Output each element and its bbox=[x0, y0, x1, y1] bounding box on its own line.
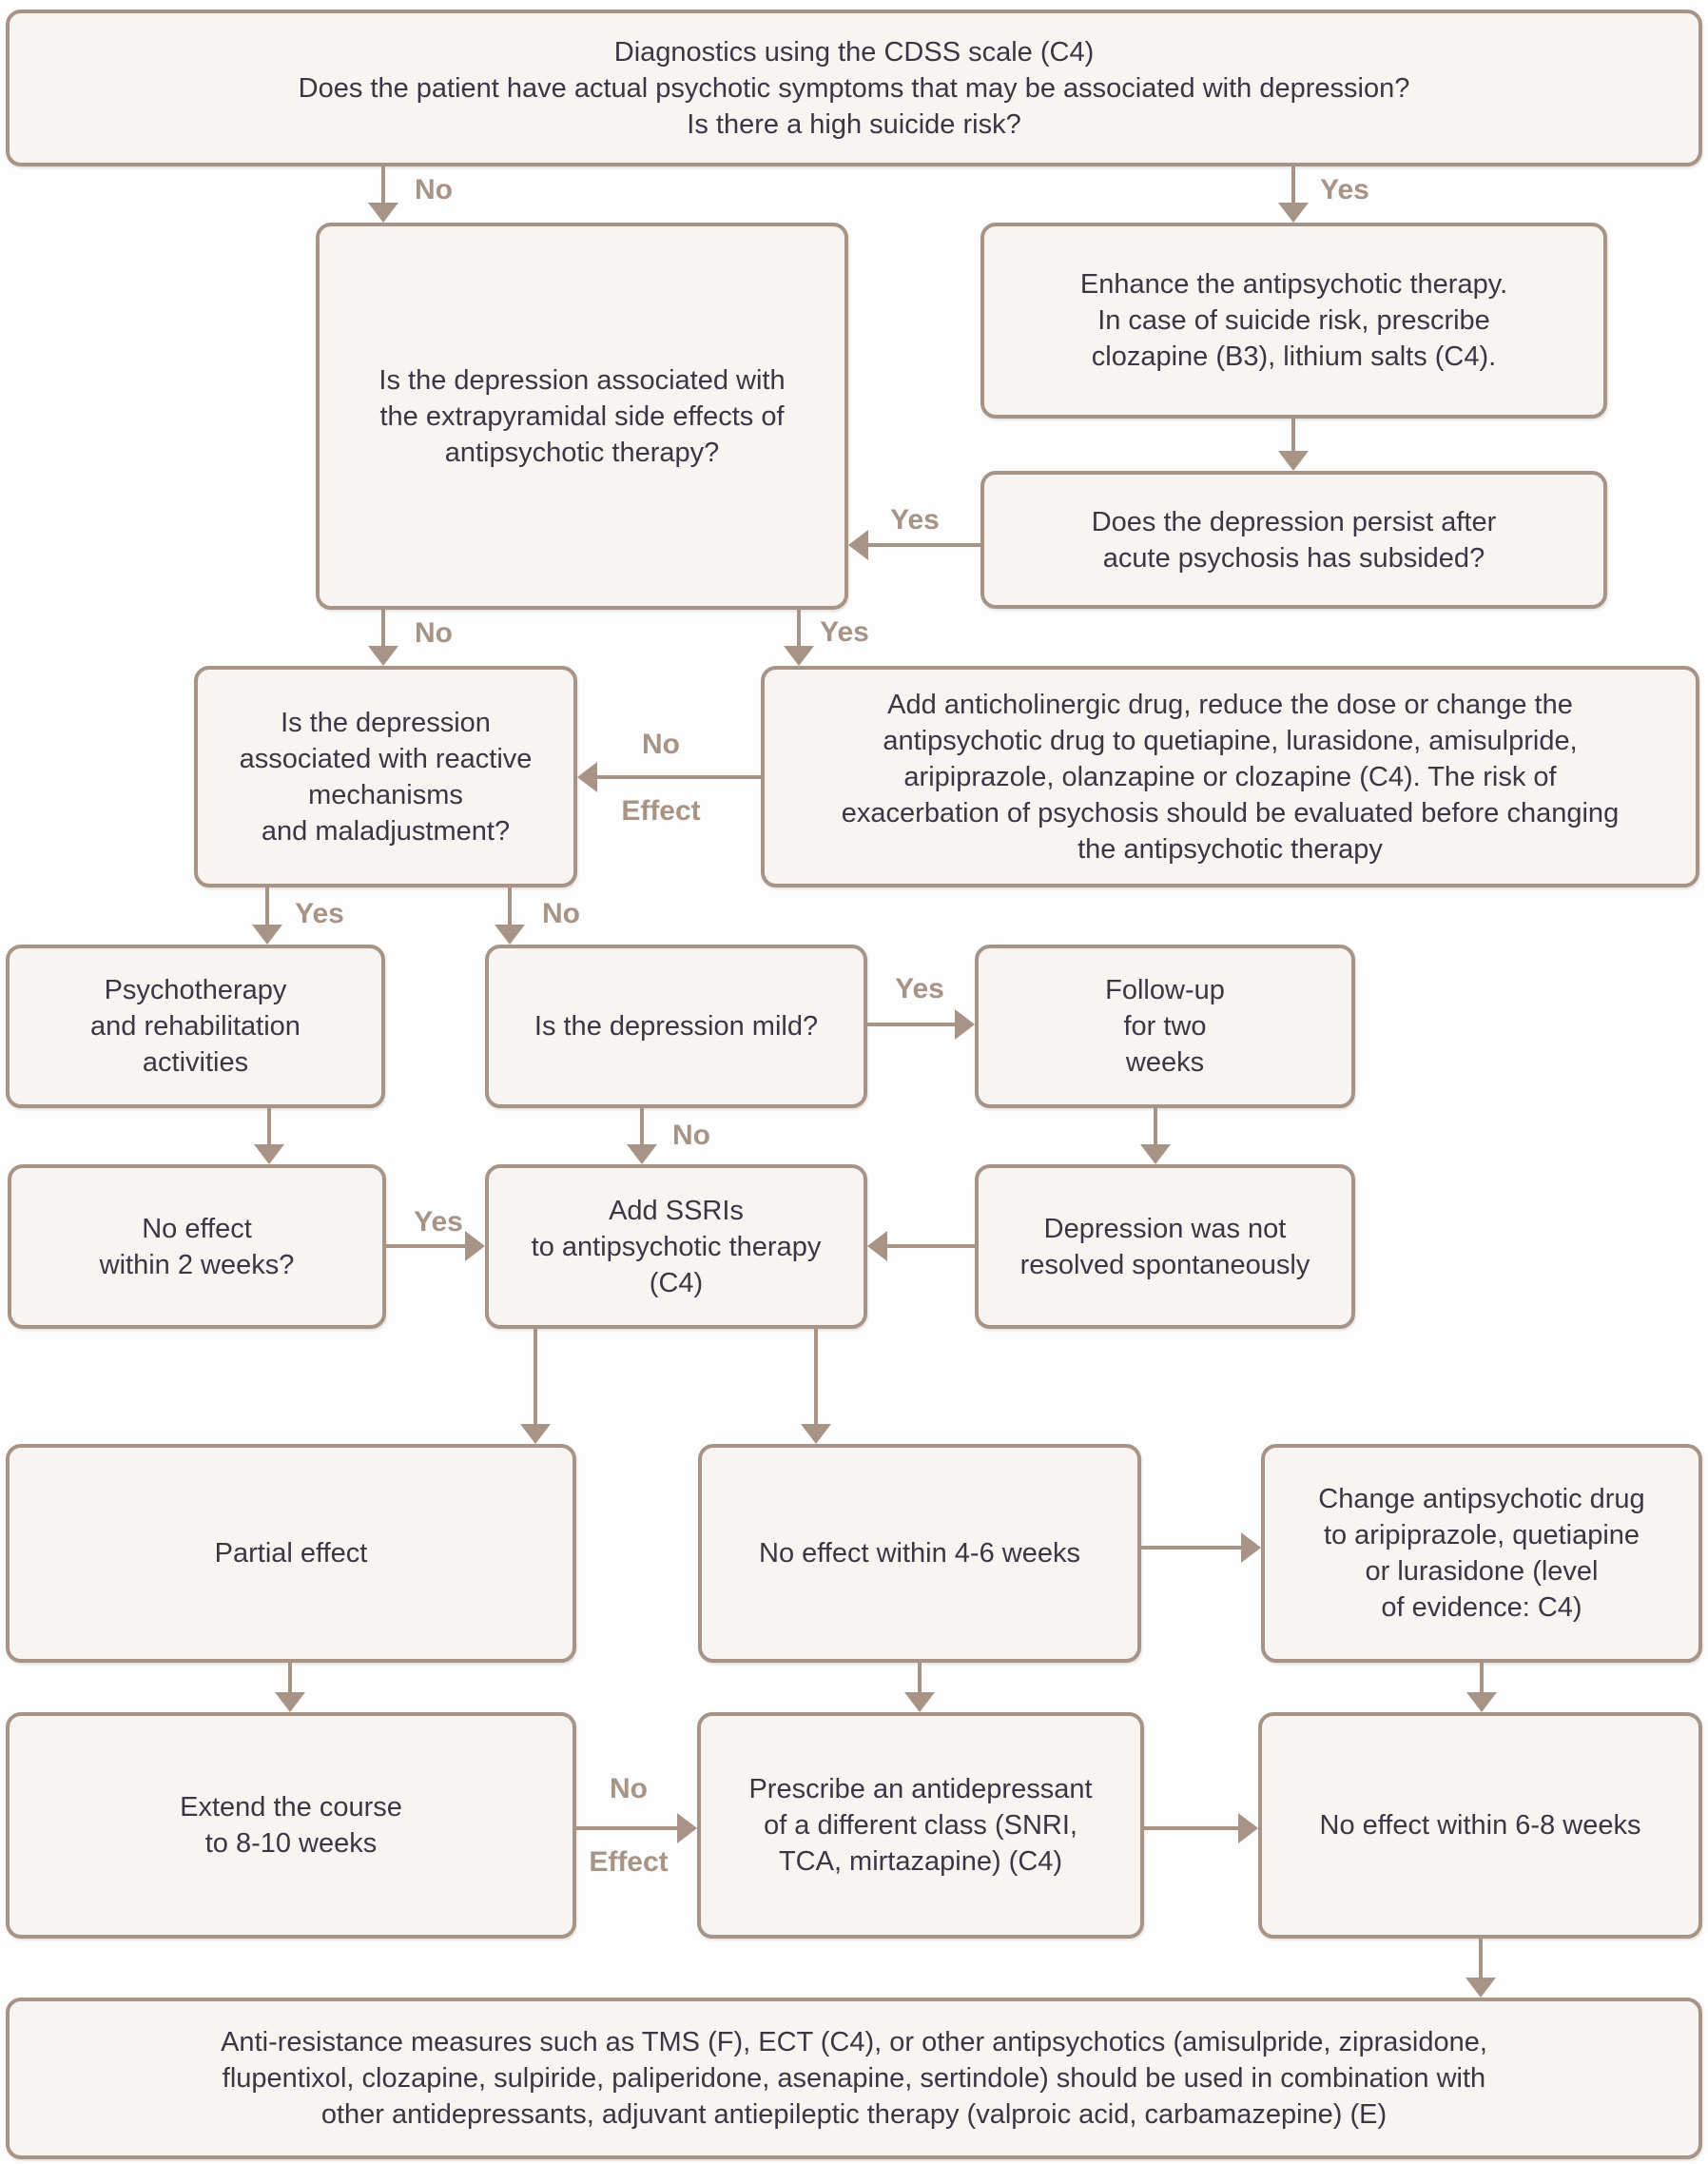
arrow-partial-to-extend bbox=[288, 1663, 292, 1693]
arrow-diagnostics-to-enhance bbox=[1291, 166, 1295, 204]
node-reactive-question: Is the depression associated with reacti… bbox=[194, 666, 577, 887]
arrow-diagnostics-to-epse bbox=[381, 166, 385, 204]
node-followup: Follow-up for two weeks bbox=[975, 945, 1355, 1108]
node-anti-resistance-text: Anti-resistance measures such as TMS (F)… bbox=[221, 2027, 1487, 2130]
node-reactive-question-text: Is the depression associated with reacti… bbox=[239, 707, 533, 847]
node-epse-question: Is the depression associated with the ex… bbox=[316, 223, 848, 610]
arrow-psychotherapy-to-no-effect-2w bbox=[267, 1108, 271, 1145]
label-yes-epse-anticholinergic: Yes bbox=[820, 616, 869, 648]
label-effect-anticholinergic-reactive: Effect bbox=[621, 795, 701, 827]
node-not-resolved-text: Depression was not resolved spontaneousl… bbox=[1019, 1213, 1310, 1280]
arrow-persist-to-epse bbox=[867, 543, 980, 547]
label-no-extend-prescribe: No bbox=[610, 1773, 648, 1804]
node-partial-effect: Partial effect bbox=[6, 1444, 576, 1663]
arrow-reactive-to-psychotherapy bbox=[265, 887, 269, 926]
label-no-diagnostics-epse: No bbox=[415, 174, 453, 205]
arrow-no-effect-68w-to-anti-resistance bbox=[1479, 1939, 1483, 1979]
node-diagnostics-text: Diagnostics using the CDSS scale (C4) Do… bbox=[298, 36, 1410, 140]
label-yes-diagnostics-enhance: Yes bbox=[1320, 174, 1369, 205]
node-diagnostics: Diagnostics using the CDSS scale (C4) Do… bbox=[6, 10, 1702, 166]
node-extend-course-text: Extend the course to 8-10 weeks bbox=[180, 1792, 402, 1859]
label-yes-mild-followup: Yes bbox=[895, 973, 944, 1004]
node-depression-mild-text: Is the depression mild? bbox=[534, 1011, 819, 1042]
node-prescribe-antidepressant-text: Prescribe an antidepressant of a differe… bbox=[748, 1774, 1093, 1877]
arrow-not-resolved-to-ssri bbox=[886, 1244, 975, 1248]
label-no-mild-ssri: No bbox=[672, 1120, 710, 1151]
node-psychotherapy: Psychotherapy and rehabilitation activit… bbox=[6, 945, 385, 1108]
node-no-effect-68w-text: No effect within 6-8 weeks bbox=[1319, 1810, 1641, 1841]
node-epse-question-text: Is the depression associated with the ex… bbox=[378, 364, 786, 468]
node-not-resolved: Depression was not resolved spontaneousl… bbox=[975, 1164, 1355, 1329]
node-psychotherapy-text: Psychotherapy and rehabilitation activit… bbox=[90, 975, 301, 1078]
node-extend-course: Extend the course to 8-10 weeks bbox=[6, 1712, 576, 1939]
label-no-anticholinergic-reactive: No bbox=[642, 729, 680, 760]
node-depression-mild: Is the depression mild? bbox=[485, 945, 867, 1108]
label-no-reactive-mild: No bbox=[542, 898, 580, 929]
arrow-epse-to-reactive bbox=[381, 610, 385, 647]
node-no-effect-2w: No effect within 2 weeks? bbox=[8, 1164, 386, 1329]
arrow-no-effect-46w-to-change bbox=[1141, 1546, 1242, 1550]
node-no-effect-68w: No effect within 6-8 weeks bbox=[1258, 1712, 1702, 1939]
node-add-ssri: Add SSRIs to antipsychotic therapy (C4) bbox=[485, 1164, 867, 1329]
node-add-ssri-text: Add SSRIs to antipsychotic therapy (C4) bbox=[531, 1195, 822, 1298]
arrow-ssri-to-partial bbox=[534, 1327, 537, 1425]
arrow-epse-to-anticholinergic bbox=[797, 610, 801, 647]
label-yes-persist-epse: Yes bbox=[890, 504, 940, 536]
arrow-no-effect-2w-to-ssri bbox=[386, 1244, 466, 1248]
arrow-reactive-to-mild bbox=[508, 887, 512, 926]
node-no-effect-2w-text: No effect within 2 weeks? bbox=[99, 1213, 295, 1280]
node-change-antipsychotic: Change antipsychotic drug to aripiprazol… bbox=[1261, 1444, 1702, 1663]
arrow-mild-to-ssri bbox=[640, 1108, 644, 1145]
arrow-followup-to-not-resolved bbox=[1154, 1108, 1157, 1145]
arrow-change-to-no-effect-68w bbox=[1480, 1663, 1484, 1693]
node-enhance-therapy-text: Enhance the antipsychotic therapy. In ca… bbox=[1079, 269, 1508, 372]
arrow-enhance-to-persist bbox=[1291, 419, 1295, 452]
arrow-ssri-to-no-effect-46w bbox=[814, 1327, 818, 1425]
node-enhance-therapy: Enhance the antipsychotic therapy. In ca… bbox=[980, 223, 1607, 419]
label-no-epse-reactive: No bbox=[415, 617, 453, 649]
arrow-prescribe-to-no-effect-68w bbox=[1144, 1826, 1239, 1830]
arrow-no-effect-46w-to-prescribe bbox=[918, 1663, 922, 1693]
node-depression-persist-text: Does the depression persist after acute … bbox=[1091, 506, 1497, 574]
node-anticholinergic: Add anticholinergic drug, reduce the dos… bbox=[761, 666, 1699, 887]
node-no-effect-46w: No effect within 4-6 weeks bbox=[698, 1444, 1141, 1663]
arrow-anticholinergic-to-reactive bbox=[596, 775, 761, 779]
node-depression-persist: Does the depression persist after acute … bbox=[980, 471, 1607, 609]
node-anti-resistance: Anti-resistance measures such as TMS (F)… bbox=[6, 1998, 1702, 2159]
node-no-effect-46w-text: No effect within 4-6 weeks bbox=[759, 1538, 1080, 1569]
node-followup-text: Follow-up for two weeks bbox=[1105, 975, 1225, 1078]
node-prescribe-antidepressant: Prescribe an antidepressant of a differe… bbox=[697, 1712, 1144, 1939]
node-anticholinergic-text: Add anticholinergic drug, reduce the dos… bbox=[841, 689, 1620, 865]
label-yes-no-effect-2w-ssri: Yes bbox=[414, 1206, 463, 1238]
label-effect-extend-prescribe: Effect bbox=[589, 1846, 669, 1878]
arrow-mild-to-followup bbox=[867, 1023, 956, 1026]
node-change-antipsychotic-text: Change antipsychotic drug to aripiprazol… bbox=[1318, 1484, 1645, 1623]
arrow-extend-to-prescribe bbox=[576, 1826, 678, 1830]
node-partial-effect-text: Partial effect bbox=[214, 1538, 368, 1569]
label-yes-reactive-psychotherapy: Yes bbox=[295, 898, 344, 929]
